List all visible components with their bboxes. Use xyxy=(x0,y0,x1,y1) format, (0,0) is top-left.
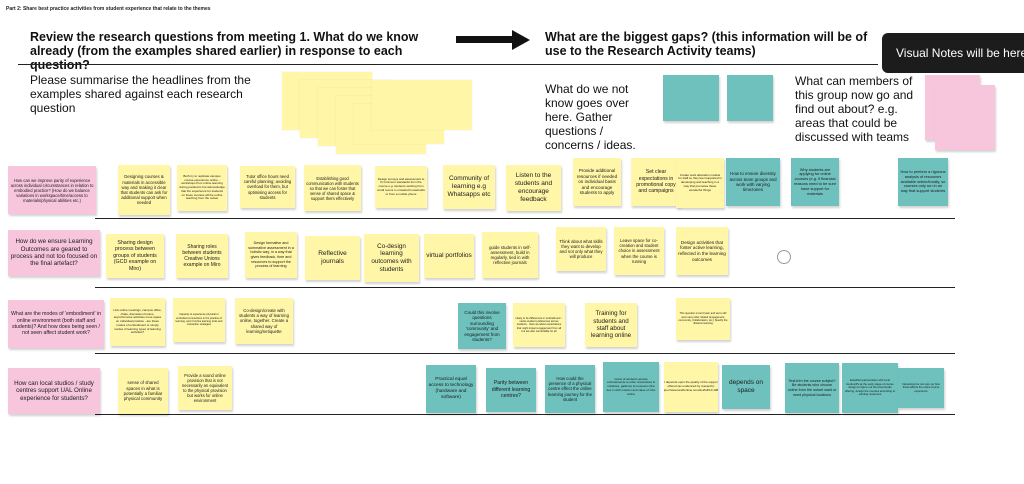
right-heading: What are the biggest gaps? (this informa… xyxy=(545,30,868,58)
left-heading: Review the research questions from meeti… xyxy=(30,30,419,72)
row-rule xyxy=(95,353,955,354)
sticky-note[interactable]: Provide additional resources if needed o… xyxy=(573,158,621,206)
sticky-note[interactable]: Co-design learning outcomes with student… xyxy=(364,234,419,282)
teal-note[interactable]: How to perform a rigorous analysis of re… xyxy=(898,158,948,206)
teal-note[interactable]: Practical equal access to technology (ha… xyxy=(426,365,476,413)
teal-note[interactable]: Establish partnerships with local studio… xyxy=(842,363,898,413)
row-rule xyxy=(95,218,955,219)
sticky-note[interactable]: This question is too broad, and we're st… xyxy=(676,298,730,340)
teal-note[interactable]: How could the presence of a physical cen… xyxy=(545,365,595,413)
part-label: Part 2: Share best practice activities f… xyxy=(6,6,211,12)
blank-sticky-stack-note[interactable] xyxy=(372,80,472,130)
question-note[interactable]: How do we ensure Learning Outcomes are g… xyxy=(8,230,100,276)
blank-teal-note[interactable] xyxy=(663,75,719,121)
header-rule xyxy=(18,64,878,65)
row-rule xyxy=(95,414,955,415)
gaps-prompt: What do we not know goes over here. Gath… xyxy=(545,82,636,152)
sticky-note[interactable]: virtual portfolios xyxy=(424,234,474,278)
summarise-prompt: Please summarise the headlines from the … xyxy=(30,73,251,115)
question-note[interactable]: How can local studios / study centres su… xyxy=(8,368,100,414)
teal-note[interactable]: depends on space xyxy=(722,365,770,409)
sticky-note[interactable]: Listen to the students and encourage fee… xyxy=(506,165,561,211)
sticky-note[interactable]: Leave space for co-creation and student … xyxy=(614,227,664,275)
arrow-right-icon xyxy=(456,36,514,43)
sticky-note[interactable]: Design activities that foster active lea… xyxy=(676,227,728,275)
sticky-note[interactable]: Establishing good communication with stu… xyxy=(304,165,361,211)
sticky-note[interactable]: Both try to replicate campus course expe… xyxy=(177,165,227,211)
sticky-note[interactable]: Co-design/create with students a way of … xyxy=(235,298,293,344)
sticky-note[interactable]: Provide a sound online provision that is… xyxy=(178,366,232,410)
teal-note[interactable]: Could this involve questions surrounding… xyxy=(458,303,506,349)
sticky-note[interactable]: Think about what skills they want to dev… xyxy=(556,227,606,271)
teal-note[interactable]: Costs of students access embodiments to … xyxy=(603,362,659,412)
teal-note[interactable]: Interesting but not sure yet how these a… xyxy=(898,368,944,408)
blank-teal-note[interactable] xyxy=(727,75,773,121)
sticky-note[interactable]: sense of shared spaces in what is potent… xyxy=(118,368,168,414)
cursor-circle-icon xyxy=(777,250,791,264)
sticky-note[interactable]: Community of learning e.g Whatsapps etc xyxy=(443,165,495,209)
question-note[interactable]: What are the modes of 'embodiment' in on… xyxy=(8,300,104,348)
sticky-note[interactable]: Reflective journals xyxy=(305,236,360,280)
row-rule xyxy=(95,287,955,288)
sticky-note[interactable]: Tutor office hours need careful planning… xyxy=(240,166,295,208)
sticky-note[interactable]: Sharing roles between students Creative … xyxy=(176,234,228,278)
sticky-note[interactable]: Design surveys and assessment to fit min… xyxy=(375,166,427,208)
blank-pink-note[interactable] xyxy=(935,85,995,150)
question-note[interactable]: How can we improve parity of experience … xyxy=(8,166,96,214)
sticky-note[interactable]: Training for students and staff about le… xyxy=(585,303,637,347)
sticky-note[interactable]: Capacity to experience physical or embod… xyxy=(173,298,225,342)
sticky-note[interactable]: Design formative and summative assessmen… xyxy=(245,232,297,278)
sticky-note[interactable]: Link online meetings, campus office, cha… xyxy=(110,298,165,346)
teal-note[interactable]: Test-trim the course subject? Be student… xyxy=(785,363,839,413)
sticky-note[interactable]: Set clear expectations in promotional co… xyxy=(631,158,681,206)
arrow-head-icon xyxy=(512,30,530,50)
sticky-note[interactable]: Sharing design process between groups of… xyxy=(106,234,164,278)
find-out-prompt: What can members of this group now go an… xyxy=(795,74,914,144)
teal-note[interactable]: Why students are applying for online cou… xyxy=(791,158,839,206)
sticky-note[interactable]: it depends upon the quality of the suppo… xyxy=(664,362,718,412)
sticky-note[interactable]: Designing courses & materials in accessi… xyxy=(118,165,170,215)
visual-notes-banner: Visual Notes will be here xyxy=(882,33,1024,73)
teal-note[interactable]: Parity between different learning centre… xyxy=(486,368,536,412)
sticky-note[interactable]: Create work allocation models for staff … xyxy=(676,158,724,208)
teal-note[interactable]: How to ensure diversity across team grou… xyxy=(726,158,780,206)
sticky-note[interactable]: Likely to be differences in 'embodiment'… xyxy=(513,303,565,347)
sticky-note[interactable]: guide students in self-assessment, build… xyxy=(482,232,538,278)
